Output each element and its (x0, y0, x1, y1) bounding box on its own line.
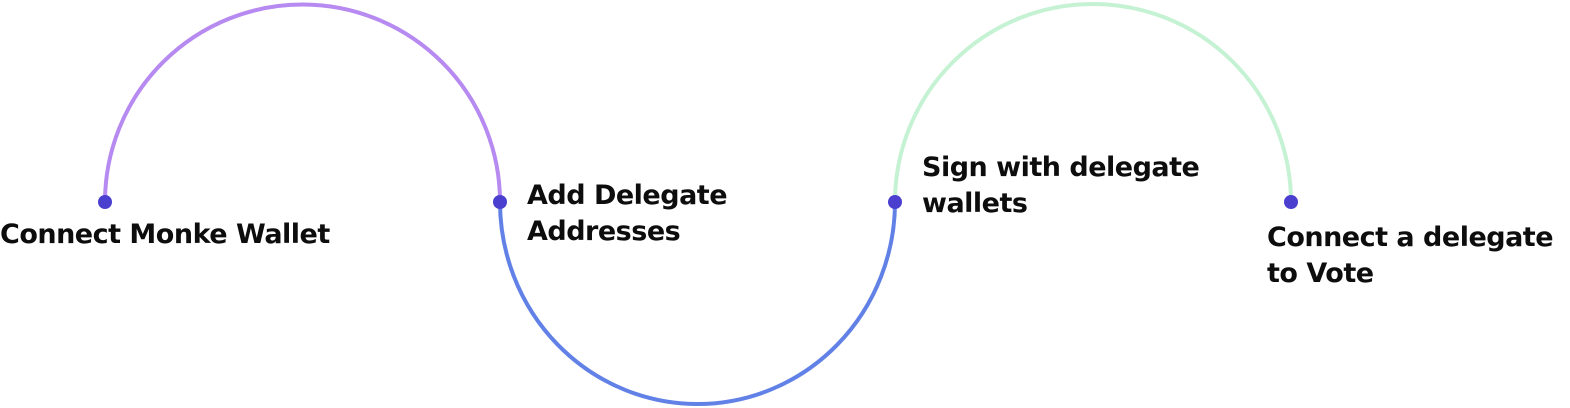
step-label-sign-delegates: Sign with delegate wallets (922, 152, 1200, 219)
step-dot-3 (888, 195, 902, 209)
connector-arc-lower-2 (498, 201, 897, 406)
connector-arc-upper-3 (893, 2, 1293, 203)
step-dot-4 (1284, 195, 1298, 209)
step-label-connect-wallet: Connect Monke Wallet (0, 219, 330, 250)
step-label-add-delegates: Add Delegate Addresses (527, 180, 728, 247)
connector-arc-upper-1 (103, 2, 502, 203)
step-dot-1 (98, 195, 112, 209)
step-dot-2 (493, 195, 507, 209)
step-label-connect-delegate-vote: Connect a delegate to Vote (1267, 222, 1554, 289)
